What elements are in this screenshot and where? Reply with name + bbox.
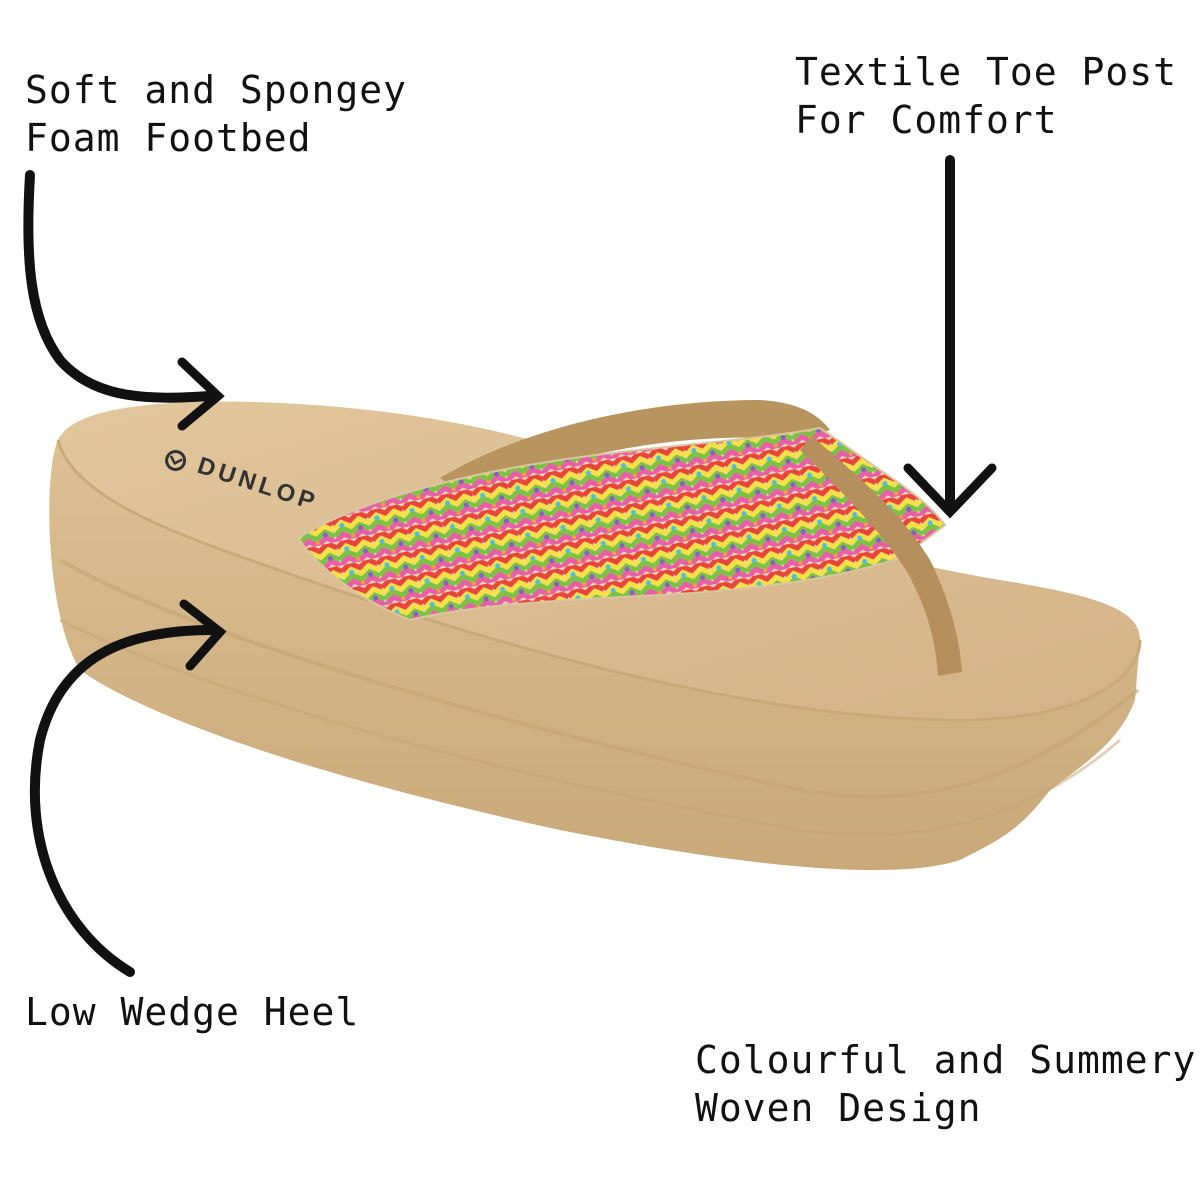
callout-wedge-heel: Low Wedge Heel <box>25 988 359 1036</box>
toe-post-strap <box>800 436 962 676</box>
callout-footbed-line1: Soft and Spongey <box>25 68 408 112</box>
arrow-footbed <box>23 170 225 431</box>
callout-toe-post-line2: For Comfort <box>795 98 1058 142</box>
callout-footbed: Soft and Spongey Foam Footbed <box>25 66 407 162</box>
brand-logo <box>165 449 187 471</box>
strap-back <box>440 400 830 500</box>
callout-woven-design: Colourful and Summery Woven Design <box>695 1036 1196 1132</box>
arrow-wedge-heel <box>29 599 227 977</box>
callout-woven-design-line1: Colourful and Summery <box>695 1038 1197 1082</box>
arrow-toe-post <box>903 155 997 519</box>
callout-footbed-line2: Foam Footbed <box>25 116 312 160</box>
callout-toe-post: Textile Toe Post For Comfort <box>795 48 1177 144</box>
callout-woven-design-line2: Woven Design <box>695 1086 982 1130</box>
callout-wedge-heel-line1: Low Wedge Heel <box>25 990 360 1034</box>
woven-strap <box>296 426 947 622</box>
callout-toe-post-line1: Textile Toe Post <box>795 50 1178 94</box>
